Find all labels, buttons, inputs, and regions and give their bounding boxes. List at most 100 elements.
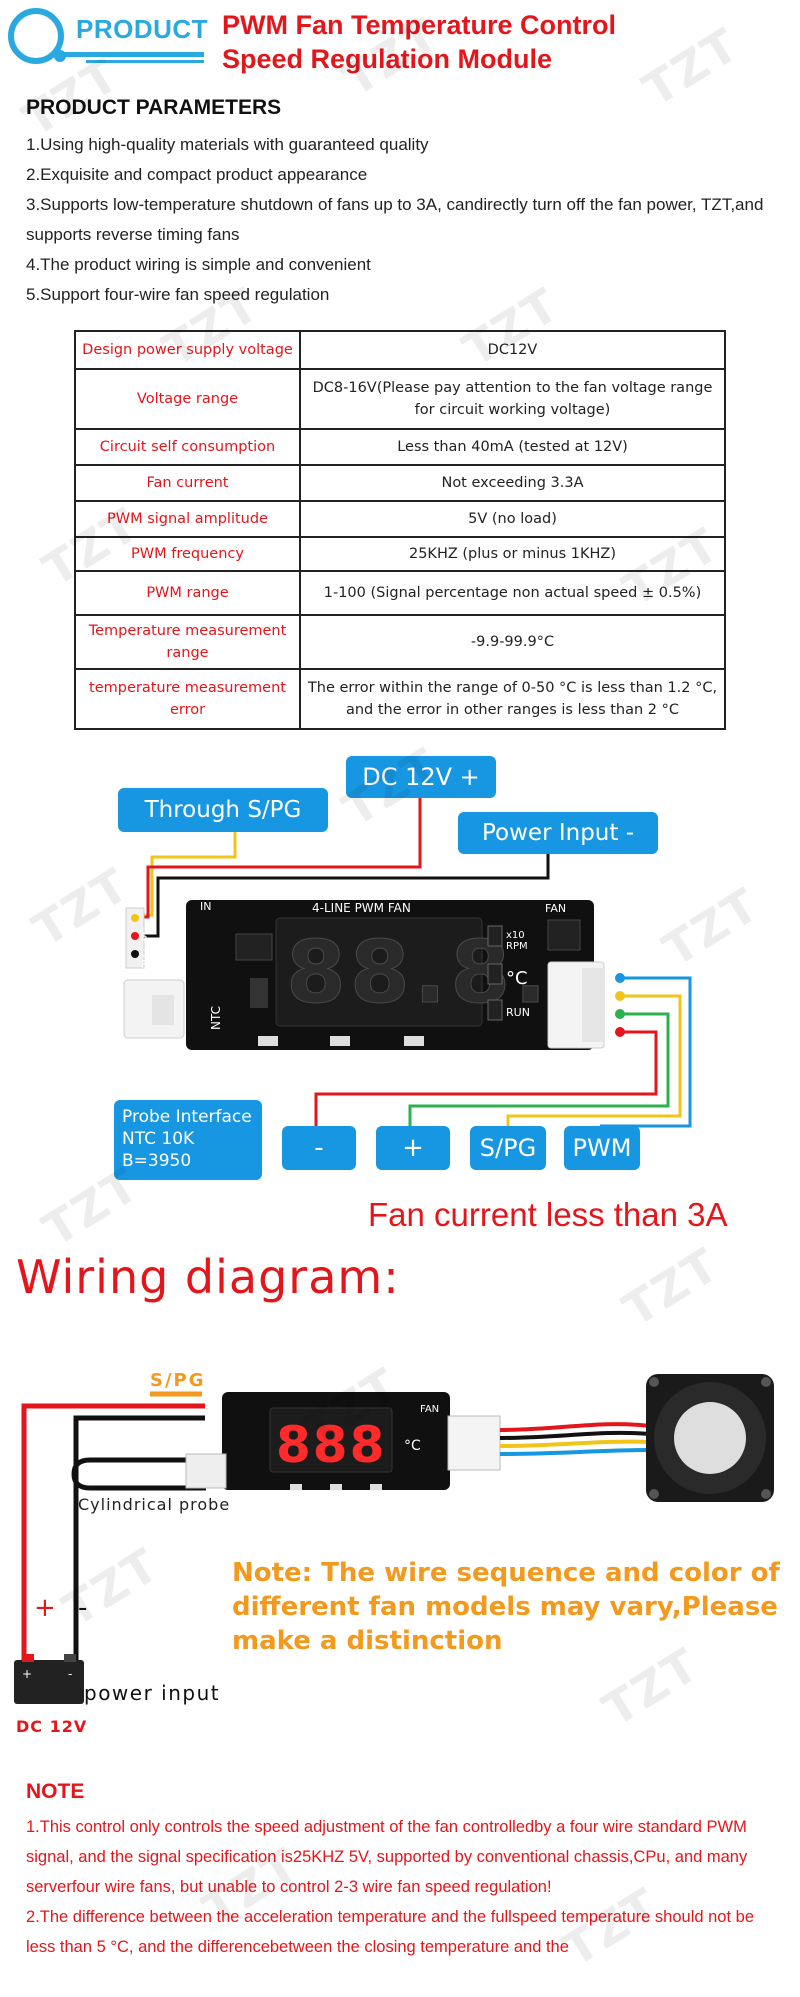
pcb-x10-label: x10 — [506, 930, 525, 941]
feature-list: 1.Using high-quality materials with guar… — [26, 130, 786, 310]
wire-plus — [408, 1012, 670, 1126]
wiring-display-digits: 888 — [276, 1416, 386, 1474]
spec-label: Fan current — [74, 464, 301, 502]
header: PRODUCT PWM Fan Temperature Control Spee… — [0, 0, 800, 86]
spec-value: Not exceeding 3.3A — [299, 464, 726, 502]
spec-label: PWM signal amplitude — [74, 500, 301, 538]
wiring-illustration: S/PG Cylindrical probe 888 °C FAN + - + … — [14, 1370, 774, 1736]
wiring-title: Wiring diagram: — [16, 1250, 400, 1304]
table-row: Voltage range DC8-16V(Please pay attenti… — [74, 368, 726, 430]
wiring-degc: °C — [404, 1438, 421, 1454]
callout-spg: S/PG — [470, 1126, 546, 1170]
probe-wire — [71, 1457, 206, 1491]
parameters-heading: PRODUCT PARAMETERS — [26, 96, 282, 119]
pcb-rpm-label: RPM — [506, 941, 528, 952]
pcb-title: 4-LINE PWM FAN — [312, 901, 411, 915]
wire-black-main — [73, 1415, 205, 1666]
wire-red-main — [21, 1403, 205, 1666]
logo-text: PRODUCT — [76, 14, 209, 44]
logo-underline-2 — [86, 60, 204, 63]
note-paragraph: 2.The difference between the acceleratio… — [26, 1908, 755, 1956]
callout-through-spg: Through S/PG — [118, 788, 328, 832]
feature-item: 2.Exquisite and compact product appearan… — [26, 165, 368, 184]
table-row: PWM frequency 25KHZ (plus or minus 1KHZ) — [74, 536, 726, 572]
wire-minus — [314, 1030, 658, 1126]
logo-underline — [60, 52, 204, 57]
pcb-button — [330, 1036, 350, 1046]
spg-label: S/PG — [150, 1370, 206, 1391]
spec-value: -9.9-99.9°C — [299, 614, 726, 670]
spec-label: Circuit self consumption — [74, 428, 301, 466]
spec-value: DC12V — [299, 330, 726, 370]
probe-line-3: B=3950 — [122, 1151, 192, 1171]
display-digits: 88.8. — [286, 923, 551, 1023]
probe-label: Cylindrical probe — [78, 1495, 230, 1514]
spec-label: Temperature measurement range — [74, 614, 301, 670]
spec-label: PWM frequency — [74, 536, 301, 572]
wiring-fan-connector — [447, 1415, 501, 1471]
spec-value: DC8-16V(Please pay attention to the fan … — [299, 368, 726, 430]
wiring-note: Note: The wire sequence and color of dif… — [232, 1558, 780, 1656]
callout-minus: - — [282, 1126, 356, 1170]
page-title: PWM Fan Temperature Control Speed Regula… — [222, 8, 782, 76]
battery-icon — [14, 1660, 84, 1704]
fan-current-text: Fan current less than 3A — [368, 1196, 728, 1233]
table-row: Temperature measurement range -9.9-99.9°… — [74, 614, 726, 670]
pcb-button — [404, 1036, 424, 1046]
feature-item: 4.The product wiring is simple and conve… — [26, 255, 371, 274]
dc12v-label: DC 12V — [16, 1717, 87, 1736]
pin-black — [131, 950, 139, 958]
wire-spg — [506, 994, 682, 1126]
spec-table: Design power supply voltage DC12V Voltag… — [74, 330, 726, 730]
board-illustration: 4-LINE PWM FAN IN -12V+ PG FAN NTC 88.8.… — [123, 795, 692, 1128]
svg-text:+: + — [22, 1667, 32, 1681]
table-row: Circuit self consumption Less than 40mA … — [74, 428, 726, 466]
table-row: temperature measurement error The error … — [74, 668, 726, 730]
spec-label: PWM range — [74, 570, 301, 616]
wiring-fan-label: FAN — [420, 1404, 439, 1415]
spec-label: Design power supply voltage — [74, 330, 301, 370]
title-line-1: PWM Fan Temperature Control — [222, 10, 617, 40]
probe-line-1: Probe Interface — [122, 1107, 252, 1127]
pcb-degc-label: °C — [506, 968, 528, 989]
power-input-label: power input — [84, 1681, 220, 1705]
feature-item: 1.Using high-quality materials with guar… — [26, 135, 429, 154]
callout-probe-interface: Probe Interface NTC 10K B=3950 — [114, 1100, 262, 1180]
pin-red — [131, 932, 139, 940]
feature-item: 3.Supports low-temperature shutdown of f… — [26, 195, 764, 244]
note-paragraph: 1.This control only controls the speed a… — [26, 1818, 748, 1896]
pcb-button — [258, 1036, 278, 1046]
spec-label: Voltage range — [74, 368, 301, 430]
pin-yellow — [131, 914, 139, 922]
pcb-run-label: RUN — [506, 1006, 530, 1019]
spec-value: 25KHZ (plus or minus 1KHZ) — [299, 536, 726, 572]
led-display — [275, 917, 483, 1027]
logo-ring-icon — [8, 8, 64, 64]
spec-value: Less than 40mA (tested at 12V) — [299, 428, 726, 466]
wiring-minus-label: - — [78, 1593, 87, 1623]
pcb-pins-label: -12V+ PG — [140, 927, 153, 980]
svg-text:-: - — [68, 1667, 72, 1681]
table-row: PWM signal amplitude 5V (no load) — [74, 500, 726, 538]
wire-pwm — [600, 976, 692, 1128]
spec-value: The error within the range of 0-50 °C is… — [299, 668, 726, 730]
wiring-connector-left — [185, 1453, 227, 1489]
callout-plus: + — [376, 1126, 450, 1170]
title-line-2: Speed Regulation Module — [222, 44, 553, 74]
feature-item: 5.Support four-wire fan speed regulation — [26, 285, 330, 304]
pcb-ntc-label: NTC — [209, 1006, 223, 1030]
table-row: Design power supply voltage DC12V — [74, 330, 726, 370]
spec-label: temperature measurement error — [74, 668, 301, 730]
pcb-in-label: IN — [200, 900, 211, 913]
note-title: NOTE — [26, 1780, 85, 1803]
note-body: 1.This control only controls the speed a… — [26, 1812, 784, 1962]
callout-power-input: Power Input - — [458, 812, 658, 854]
table-row: PWM range 1-100 (Signal percentage non a… — [74, 570, 726, 616]
probe-line-2: NTC 10K — [122, 1129, 195, 1149]
wiring-display — [269, 1407, 393, 1473]
spec-value: 1-100 (Signal percentage non actual spee… — [299, 570, 726, 616]
watermark-tzt: TZT — [613, 1237, 729, 1337]
wiring-plus-label: + — [34, 1593, 56, 1623]
table-row: Fan current Not exceeding 3.3A — [74, 464, 726, 502]
callout-pwm: PWM — [564, 1126, 640, 1170]
